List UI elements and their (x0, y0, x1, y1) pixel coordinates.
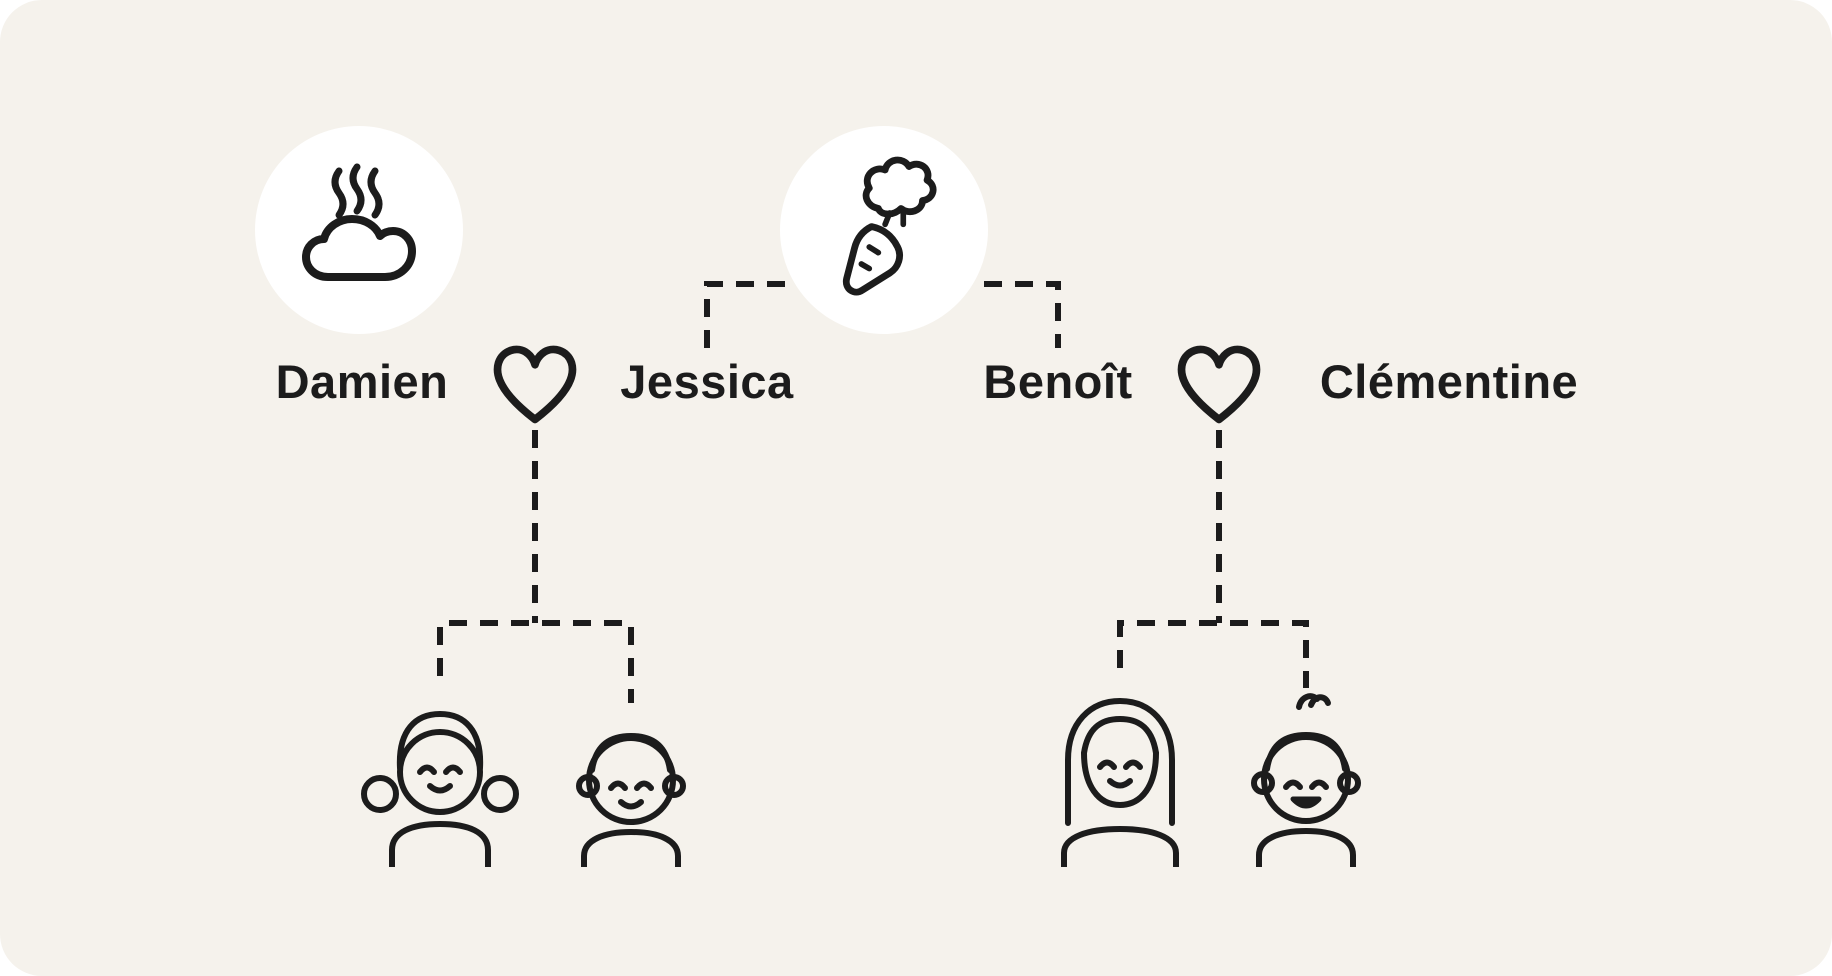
girl-with-pigtails-icon (361, 711, 519, 867)
connector-carrot-to-parents (704, 281, 1061, 348)
connector-family2-children (1117, 620, 1309, 688)
heart-icon (1177, 345, 1261, 424)
person-name-benoit: Benoît (983, 355, 1133, 408)
boy-spiky-hair-icon (1251, 693, 1361, 867)
heart-icon (493, 345, 577, 424)
carrot-icon (842, 156, 937, 296)
carrot-badge (780, 126, 988, 334)
person-name-damien: Damien (275, 355, 449, 408)
person-name-jessica: Jessica (620, 355, 794, 408)
steam-cloud-badge (255, 126, 463, 334)
person-name-clementine: Clémentine (1319, 355, 1579, 408)
connector-family1-children (437, 620, 634, 703)
steam-cloud-icon (302, 163, 416, 281)
girl-long-hair-icon (1061, 698, 1179, 867)
boy-short-hair-icon (576, 733, 686, 867)
